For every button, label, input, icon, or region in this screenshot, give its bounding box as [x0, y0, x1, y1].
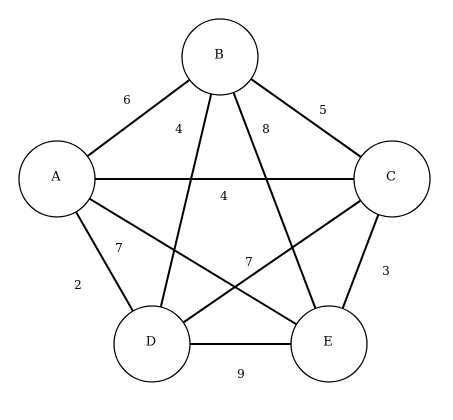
node-label-c: C	[386, 170, 396, 185]
node-d: D	[113, 305, 191, 383]
node-b: B	[181, 18, 259, 96]
edge-weight-a-b: 6	[123, 93, 131, 107]
edge-weight-c-e: 3	[382, 264, 390, 278]
edge-a-b	[86, 78, 191, 158]
node-circle-a	[18, 140, 96, 218]
edge-b-d	[159, 93, 213, 308]
node-label-d: D	[146, 335, 156, 350]
edge-a-d	[75, 211, 134, 312]
edge-b-c	[250, 78, 362, 158]
node-circle-d	[113, 305, 191, 383]
nodes-layer: A B C D E	[18, 18, 431, 383]
node-label-a: A	[50, 170, 61, 185]
edge-weight-labels-layer: 6 5 4 8 4 7 7 2 3 9	[74, 93, 390, 381]
edge-b-e	[232, 92, 317, 309]
node-label-e: E	[323, 335, 333, 350]
edge-weight-b-c: 5	[319, 103, 327, 117]
node-e: E	[290, 305, 368, 383]
node-label-b: B	[214, 48, 224, 63]
edge-weight-b-e: 8	[262, 122, 270, 136]
edge-weight-a-d: 2	[74, 278, 82, 292]
edge-a-e	[88, 197, 298, 326]
edge-weight-c-d: 7	[245, 255, 253, 269]
node-c: C	[353, 140, 431, 218]
node-circle-e	[290, 305, 368, 383]
node-a: A	[18, 140, 96, 218]
edge-c-e	[341, 214, 380, 309]
edges-layer	[75, 78, 380, 345]
edge-weight-d-e: 9	[237, 367, 245, 381]
edge-weight-a-e: 7	[115, 241, 123, 255]
node-circle-b	[181, 18, 259, 96]
node-circle-c	[353, 140, 431, 218]
edge-weight-a-c: 4	[220, 189, 228, 203]
edge-weight-b-d: 4	[175, 122, 183, 136]
edge-c-d	[182, 199, 362, 324]
